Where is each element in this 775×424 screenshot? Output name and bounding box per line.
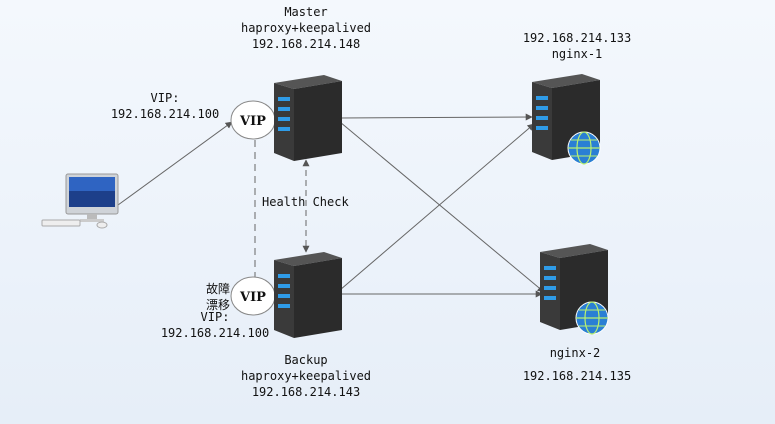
vip-drift-label: 故障 漂移 (206, 281, 230, 313)
nginx1-name: nginx-1 (551, 47, 603, 61)
vip-bottom-ip: 192.168.214.100 (160, 326, 270, 340)
client-computer-icon (41, 173, 119, 229)
backup-ip: 192.168.214.143 (251, 385, 361, 399)
globe-icon (567, 131, 601, 165)
globe-icon (575, 301, 609, 335)
vip-bottom-label: VIP: 192.168.214.100 (158, 309, 272, 341)
vip-bottom-badge-text: VIP (239, 290, 266, 305)
nginx1-label: 192.168.214.133 nginx-1 (512, 30, 642, 62)
master-to-nginx1-line (339, 113, 533, 121)
backup-role: Backup (284, 353, 328, 367)
vip-top-badge-text: VIP (239, 114, 266, 129)
backup-label: Backup haproxy+keepalived 192.168.214.14… (226, 352, 386, 400)
nginx1-server-icon (532, 74, 601, 165)
master-software: haproxy+keepalived (240, 21, 372, 35)
vip-bottom-label-text: VIP: (200, 310, 230, 324)
vip-top-label-text: VIP: (150, 91, 180, 105)
client-to-vip-line (117, 121, 233, 206)
backup-server-icon (274, 252, 342, 338)
master-role: Master (284, 5, 328, 19)
nginx1-ip: 192.168.214.133 (522, 31, 632, 45)
nginx2-name: nginx-2 (549, 346, 601, 360)
backup-to-nginx1-line (339, 123, 535, 291)
master-ip: 192.168.214.148 (251, 37, 361, 51)
vip-drift-line2: 漂移 (206, 298, 231, 312)
vip-top-badge: VIP (230, 100, 276, 140)
vip-top-label: VIP: 192.168.214.100 (110, 90, 220, 122)
nginx2-server-icon (540, 244, 609, 335)
vip-drift-line1: 故障 (206, 282, 231, 296)
nginx2-ip: 192.168.214.135 (522, 369, 632, 383)
master-label: Master haproxy+keepalived 192.168.214.14… (226, 4, 386, 52)
backup-software: haproxy+keepalived (240, 369, 372, 383)
health-check-label: Health Check (262, 195, 349, 209)
vip-top-ip: 192.168.214.100 (110, 107, 220, 121)
master-to-nginx2-line (339, 121, 545, 293)
master-server-icon (274, 75, 342, 161)
